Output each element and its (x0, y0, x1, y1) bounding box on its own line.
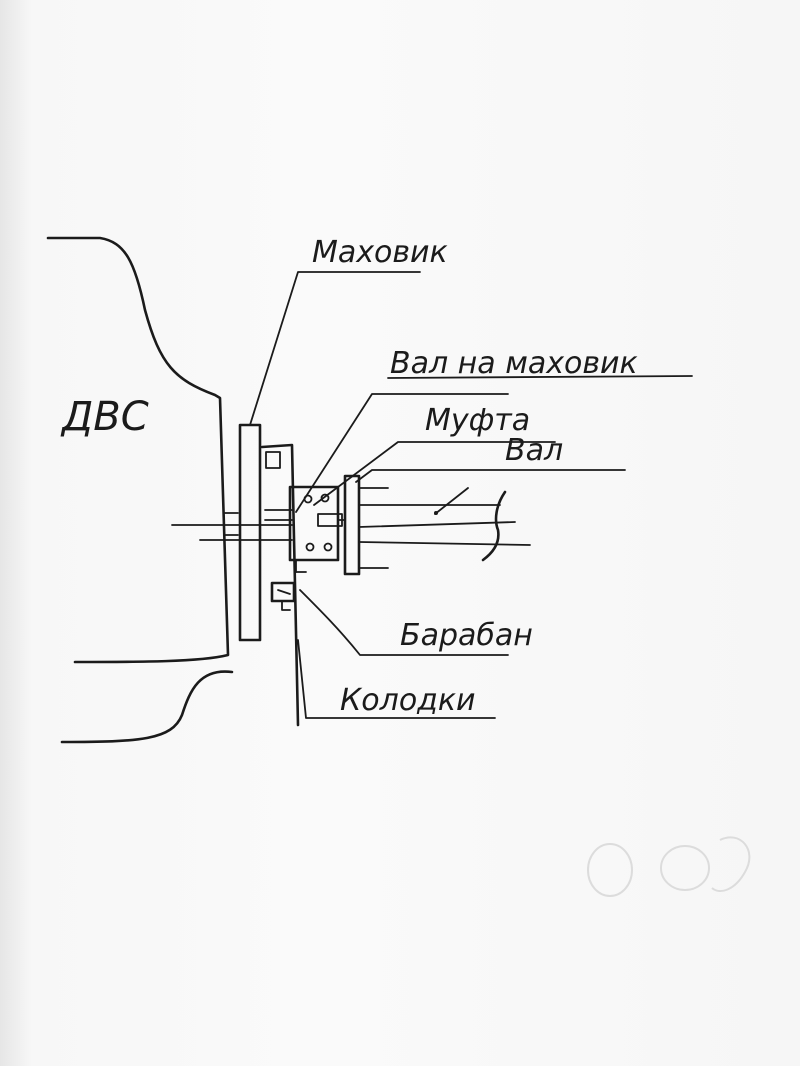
flywheel-shaft-underline (387, 375, 693, 379)
label-coupling: Муфта (425, 403, 530, 438)
leader-drum (299, 589, 509, 656)
label-drum: Барабан (400, 618, 533, 653)
label-shoes: Колодки (340, 683, 476, 718)
shaft-break-mark (481, 490, 507, 562)
shaft-flange (343, 474, 361, 576)
coupling-bolt (305, 542, 315, 552)
engine-outline (46, 236, 230, 664)
leader-flywheel (249, 271, 421, 426)
label-flywheel: Маховик (312, 235, 448, 270)
drum-top-block (265, 451, 281, 469)
label-shaft: Вал (505, 433, 563, 468)
faint-background-doodle (587, 836, 751, 897)
shoe-detail (277, 589, 291, 611)
label-flywheel-shaft: Вал на маховик (390, 346, 638, 381)
shaft-line (358, 541, 531, 546)
shoe-block (270, 581, 296, 603)
leader-shoes (297, 639, 496, 719)
flywheel-plate (238, 423, 262, 642)
shaft-pointer-dot (434, 511, 438, 515)
label-engine: ДВС (60, 394, 149, 440)
coupling-bolt (323, 542, 333, 552)
engine-outline-bottom (60, 670, 234, 744)
coupling-bolt (320, 493, 330, 503)
leader-shaft (355, 469, 626, 483)
shaft-line (358, 521, 516, 528)
coupling-body (288, 485, 340, 562)
drum-bracket (260, 443, 300, 727)
leader-shaft-2 (434, 487, 469, 515)
leader-flywheel-shaft (295, 393, 509, 513)
leader-coupling (313, 441, 556, 506)
